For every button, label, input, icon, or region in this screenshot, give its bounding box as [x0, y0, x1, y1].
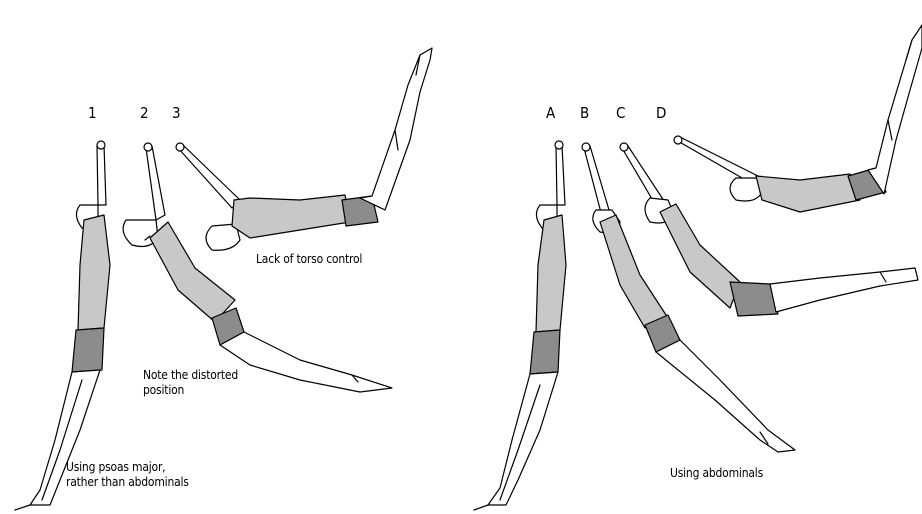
caption-using-abdominals: Using abdominals [670, 466, 763, 481]
label-a: A [546, 106, 556, 121]
caption-psoas-major: Using psoas major, rather than abdominal… [66, 460, 189, 490]
figure-3 [176, 48, 432, 250]
label-3: 3 [172, 106, 181, 121]
figure-d [674, 25, 922, 212]
caption-distorted-position: Note the distorted position [143, 368, 238, 398]
figure-a [474, 141, 566, 510]
label-d: D [656, 106, 667, 121]
caption-lack-of-torso-control: Lack of torso control [256, 252, 362, 267]
label-2: 2 [140, 106, 149, 121]
figure-2 [123, 143, 392, 392]
figure-1 [15, 141, 110, 510]
label-b: B [580, 106, 590, 121]
label-1: 1 [88, 106, 97, 121]
label-c: C [616, 106, 626, 121]
